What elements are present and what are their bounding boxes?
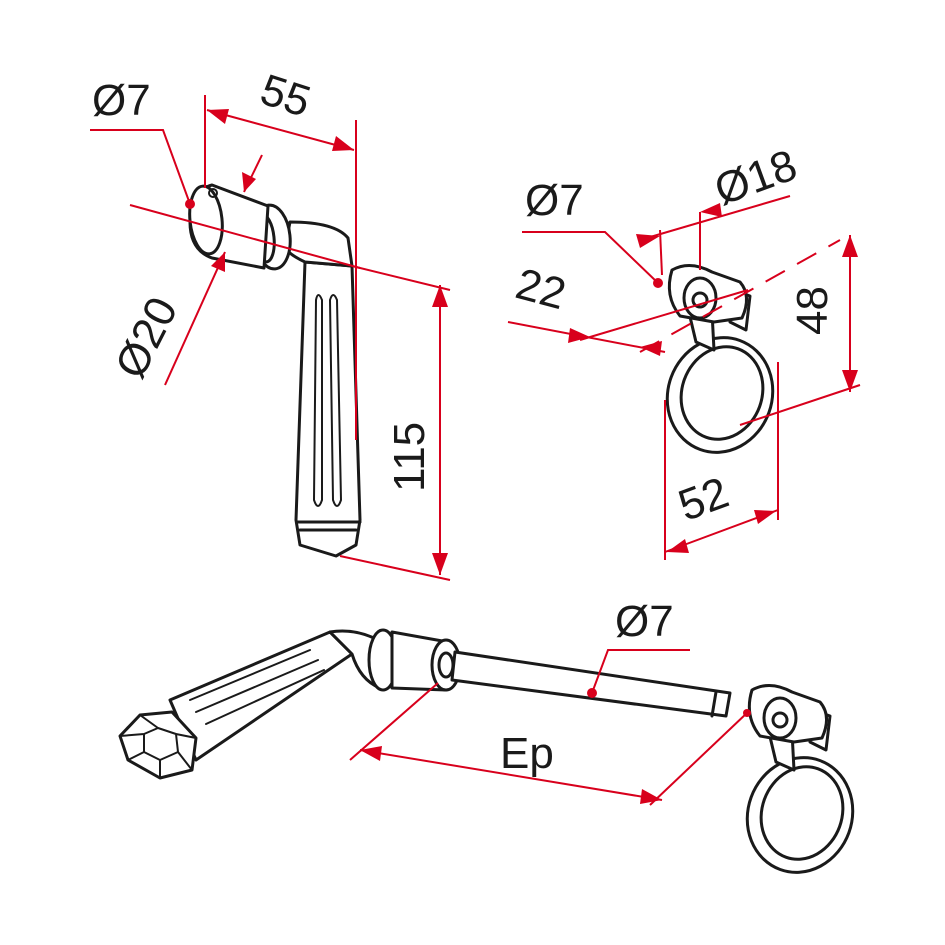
crank-offset-label: 55 xyxy=(255,65,317,127)
ring-dimensions xyxy=(507,195,861,560)
assembly-grip-end-facets xyxy=(119,714,197,779)
assembly-ring-eye xyxy=(762,696,798,740)
rod-end-marker xyxy=(743,709,751,717)
crank-grip xyxy=(294,260,362,558)
rod-marker xyxy=(587,688,597,698)
rod-length-label: Ep xyxy=(500,729,554,778)
crank-grip-groove-right xyxy=(329,294,342,507)
assembly-crank xyxy=(118,628,462,780)
crank-hole-marker xyxy=(185,199,195,209)
ring-hole-diameter-label: Ø7 xyxy=(525,176,584,225)
assembly-ring-inner xyxy=(759,765,845,861)
crank-elbow xyxy=(283,220,354,268)
ring-eye xyxy=(682,276,718,320)
assembly-dimensions xyxy=(349,649,751,806)
rod-end xyxy=(710,690,718,718)
crank-bush-hole xyxy=(208,188,218,198)
ring-eye-diameter-label: Ø18 xyxy=(708,140,803,214)
crank-handle xyxy=(188,183,362,558)
assembly-rod xyxy=(450,650,732,718)
crank-grip-end xyxy=(296,520,362,532)
assembly-ring-eye-hole xyxy=(771,711,789,729)
crank-hole-diameter-label: Ø7 xyxy=(92,76,151,125)
crank-dimensions xyxy=(90,95,451,581)
ring-offset-label: 22 xyxy=(511,259,571,319)
crank-length-label: 115 xyxy=(385,422,434,492)
crank-bush-diameter-label: Ø20 xyxy=(106,290,187,386)
ring-assembly-top xyxy=(665,264,775,454)
ring-eye-hole xyxy=(691,291,709,309)
ring-width-label: 52 xyxy=(672,468,735,531)
ring-height-label: 48 xyxy=(788,286,837,335)
ring-hole-marker xyxy=(653,278,663,288)
assembly-grip-end xyxy=(118,710,198,780)
crank-grip-groove-left xyxy=(313,294,323,507)
ring-inner xyxy=(679,345,765,441)
rod-diameter-label: Ø7 xyxy=(615,597,674,646)
ring-assembly-bottom xyxy=(745,684,855,874)
assembly-grip-groove xyxy=(189,649,325,725)
rod xyxy=(450,650,732,718)
